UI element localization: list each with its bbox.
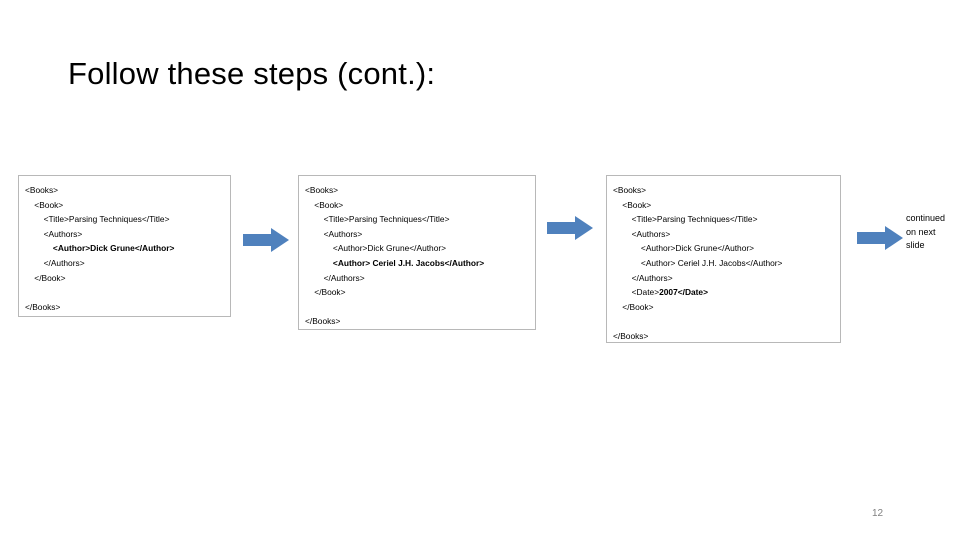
- code-token: <Book>: [25, 199, 64, 210]
- code-line: <Books>: [25, 183, 224, 198]
- continued-note-line-3: slide: [906, 240, 925, 250]
- code-token: <Author> Ceriel J.H. Jacobs</Author>: [613, 257, 783, 268]
- code-line: <Authors>: [25, 227, 224, 242]
- code-token: <Books>: [613, 185, 647, 195]
- code-line: <Title>Parsing Techniques</Title>: [613, 212, 834, 227]
- code-line: <Book>: [25, 198, 224, 213]
- arrow-right-icon-2: [547, 216, 593, 240]
- code-line: </Books>: [613, 329, 834, 344]
- code-line: <Author>Dick Grune</Author>: [25, 241, 224, 256]
- code-line: <Title>Parsing Techniques</Title>: [25, 212, 224, 227]
- code-line: <Books>: [613, 183, 834, 198]
- code-line: </Book>: [305, 285, 529, 300]
- code-token: <Author>Dick Grune</Author>: [305, 243, 447, 254]
- code-line: <Authors>: [613, 227, 834, 242]
- code-line: <Books>: [305, 183, 529, 198]
- arrow-right-icon-3: [857, 226, 903, 250]
- code-token: <Authors>: [25, 228, 83, 239]
- continued-note-line-1: continued: [906, 213, 946, 223]
- code-line: </Book>: [25, 271, 224, 286]
- code-line: <Author> Ceriel J.H. Jacobs</Author>: [305, 256, 529, 271]
- code-token: </Authors>: [613, 272, 673, 283]
- code-token: <Author>Dick Grune</Author>: [613, 243, 755, 254]
- code-token-highlight: <Author>Dick Grune</Author>: [25, 243, 175, 254]
- code-token: </Authors>: [25, 257, 85, 268]
- code-box-step-2: <Books> <Book> <Title>Parsing Techniques…: [298, 175, 536, 330]
- page-title: Follow these steps (cont.):: [68, 56, 436, 91]
- code-box-step-3: <Books> <Book> <Title>Parsing Techniques…: [606, 175, 841, 343]
- code-line: <Book>: [613, 198, 834, 213]
- code-line: <Title>Parsing Techniques</Title>: [305, 212, 529, 227]
- code-token: </Books>: [305, 316, 341, 327]
- code-line: </Books>: [305, 314, 529, 329]
- code-line: <Author>Dick Grune</Author>: [305, 241, 529, 256]
- code-token: </Books>: [613, 330, 649, 341]
- code-line: <Book>: [305, 198, 529, 213]
- code-token: <Date>: [613, 287, 660, 298]
- code-line: </Authors>: [305, 271, 529, 286]
- code-token: <Books>: [305, 185, 339, 195]
- code-token: <Book>: [305, 199, 344, 210]
- code-token: <Books>: [25, 185, 59, 195]
- code-line: </Book>: [613, 300, 834, 315]
- code-box-step-1: <Books> <Book> <Title>Parsing Techniques…: [18, 175, 231, 317]
- code-line: <Author>Dick Grune</Author>: [613, 241, 834, 256]
- code-token: </Books>: [25, 301, 61, 312]
- continued-note-line-2: on next: [906, 226, 936, 237]
- continued-note: continued on next slide: [906, 212, 960, 253]
- code-token: </Book>: [613, 301, 654, 312]
- code-token: <Authors>: [305, 228, 363, 239]
- code-line: [613, 314, 834, 329]
- code-line: [305, 300, 529, 315]
- code-token-highlight: <Author> Ceriel J.H. Jacobs</Author>: [305, 257, 485, 268]
- code-token: <Title>Parsing Techniques</Title>: [25, 214, 170, 225]
- code-line: <Date>2007</Date>: [613, 285, 834, 300]
- code-token: </Book>: [305, 287, 346, 298]
- code-line: </Authors>: [613, 271, 834, 286]
- code-token: </Authors>: [305, 272, 365, 283]
- code-line: [25, 285, 224, 300]
- code-token: </Book>: [25, 272, 66, 283]
- arrow-right-icon-1: [243, 228, 289, 252]
- code-token: <Authors>: [613, 228, 671, 239]
- page-number: 12: [872, 508, 884, 519]
- code-token: <Title>Parsing Techniques</Title>: [613, 214, 758, 225]
- code-line: </Authors>: [25, 256, 224, 271]
- code-token: <Book>: [613, 199, 652, 210]
- code-line: <Author> Ceriel J.H. Jacobs</Author>: [613, 256, 834, 271]
- code-line: <Authors>: [305, 227, 529, 242]
- code-token: <Title>Parsing Techniques</Title>: [305, 214, 450, 225]
- code-token-highlight: 2007</Date>: [659, 287, 708, 298]
- code-line: </Books>: [25, 300, 224, 315]
